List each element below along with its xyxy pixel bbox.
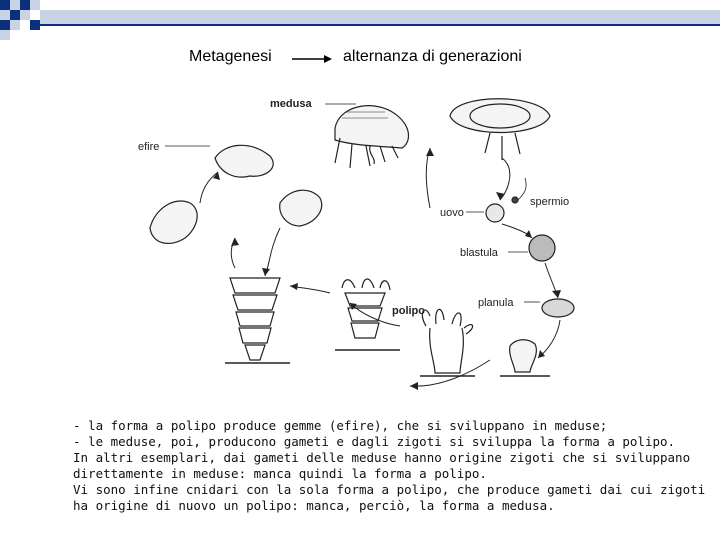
description-line: - le meduse, poi, producono gameti e dag… — [73, 434, 673, 450]
checker-decoration — [0, 0, 720, 40]
strobila-young-illustration — [335, 279, 400, 350]
sperm-illustration — [512, 197, 518, 203]
description-line: Vi sono infine cnidari con la sola forma… — [73, 482, 673, 498]
label-blastula: blastula — [460, 247, 499, 259]
label-uovo: uovo — [440, 207, 464, 219]
label-medusa: medusa — [270, 98, 312, 110]
label-polipo: polipo — [392, 305, 425, 317]
metagenesis-label: Metagenesi — [189, 48, 272, 66]
arrow-right-icon — [292, 52, 332, 66]
planula-illustration — [542, 299, 574, 317]
medusa-side-illustration — [335, 106, 409, 168]
strobila-illustration — [225, 278, 290, 363]
description-line: ha origine di nuovo un polipo: manca, pe… — [73, 498, 673, 514]
label-efire: efire — [138, 141, 159, 153]
label-planula: planula — [478, 297, 514, 309]
blastula-illustration — [529, 235, 555, 261]
description-line: direttamente in meduse: manca quindi la … — [73, 466, 673, 482]
description-line: - la forma a polipo produce gemme (efire… — [73, 418, 673, 434]
description-text: - la forma a polipo produce gemme (efire… — [73, 418, 673, 514]
title-row: Metagenesi alternanza di generazioni — [0, 48, 720, 72]
description-line: In altri esemplari, dai gameti delle med… — [73, 450, 673, 466]
polyp-illustration — [420, 309, 475, 376]
egg-illustration — [486, 204, 504, 222]
young-polyp-illustration — [500, 340, 550, 376]
efire-illustration — [150, 145, 322, 243]
label-spermio: spermio — [530, 196, 569, 208]
alternation-label: alternanza di generazioni — [343, 48, 522, 66]
life-cycle-diagram: medusa efire uovo spermio blastula planu… — [130, 88, 590, 408]
medusa-top-illustration — [450, 99, 550, 160]
